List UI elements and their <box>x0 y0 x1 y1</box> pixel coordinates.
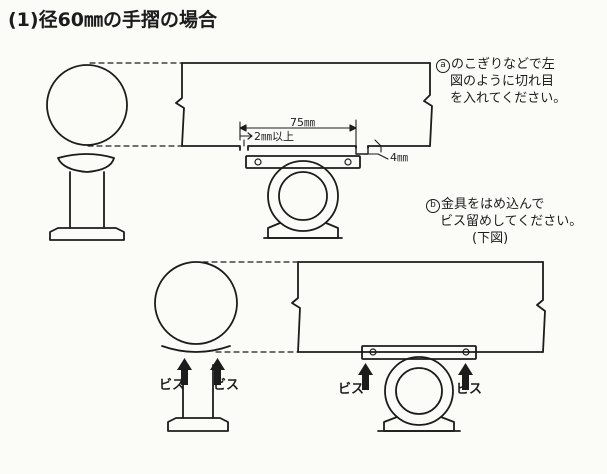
bottom-round-rail <box>154 261 238 345</box>
top-rail-side-view <box>46 64 128 241</box>
arrow-up-icon <box>358 363 373 390</box>
bottom-right-bracket <box>361 345 477 432</box>
screw-arrows <box>177 358 473 390</box>
screw-label-left-1: ビス <box>159 378 186 393</box>
bottom-rail-side-view <box>154 261 238 432</box>
dim-length-label: 75㎜ <box>290 116 315 129</box>
screw-label-left-2: ビス <box>213 378 240 393</box>
dim-75 <box>239 119 357 147</box>
bottom-rail-front-view <box>291 261 546 353</box>
top-bracket-base <box>49 227 125 241</box>
arrow-up-icon <box>458 363 473 390</box>
screw-label-right-1: ビス <box>338 382 365 397</box>
top-round-rail <box>46 64 128 146</box>
arrow-up-icon <box>210 358 225 385</box>
dim-width-label: 4㎜ <box>390 151 408 164</box>
top-projection-lines <box>87 62 183 147</box>
bottom-projection-lines <box>202 261 299 353</box>
screw-label-right-2: ビス <box>456 382 483 397</box>
page-title: (1)径60㎜の手摺の場合 <box>8 9 218 31</box>
top-bracket-cup <box>57 153 115 173</box>
dim-depth-label: 2㎜以上 <box>254 130 294 143</box>
top-right-bracket <box>245 155 361 239</box>
arrow-up-icon <box>177 358 192 385</box>
top-rail-front-view <box>175 62 433 155</box>
marker-b: b <box>426 199 440 213</box>
top-bracket-stem <box>69 171 105 229</box>
marker-a: a <box>436 59 450 73</box>
dim-4 <box>361 139 389 160</box>
dim-2 <box>239 132 253 147</box>
